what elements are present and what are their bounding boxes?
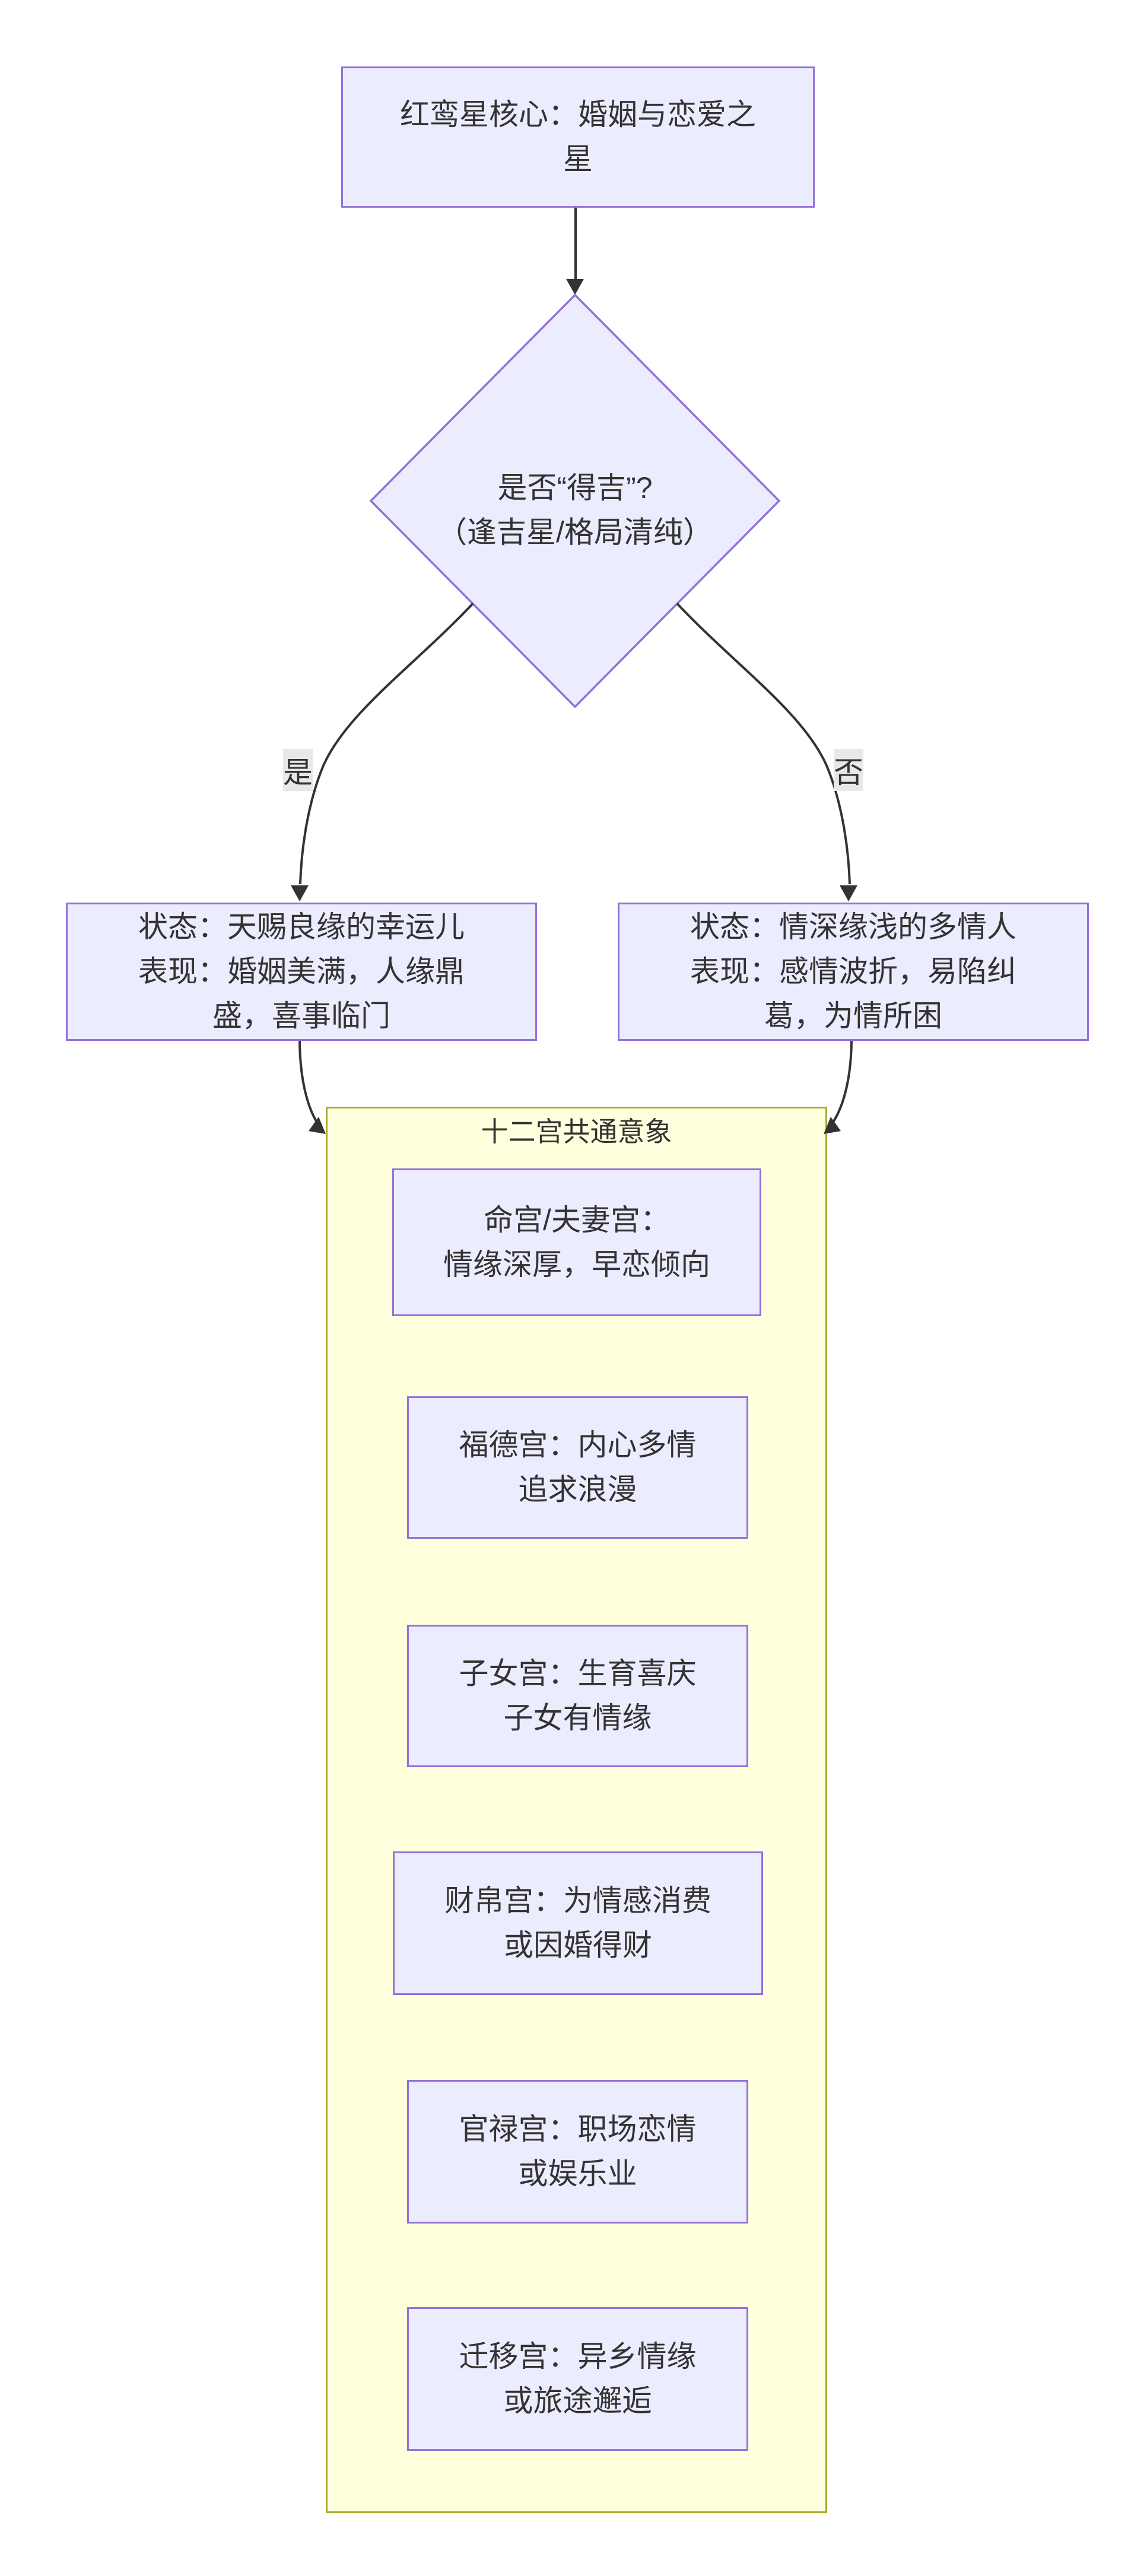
- palace-fude-line1: 福德宫：内心多情: [459, 1428, 697, 1462]
- node-palace-ming-fuqi: 命宫/夫妻宫： 情缘深厚，早恋倾向: [392, 1168, 761, 1316]
- decision-line1: 是否“得吉”?: [497, 471, 653, 504]
- palace-guanlu-line1: 官禄宫：职场恋情: [459, 2113, 697, 2146]
- edge-lucky-to-cluster: [298, 1038, 318, 1123]
- palace-qianyi-line1: 迁移宫：异乡情缘: [459, 2340, 697, 2373]
- palace-zinv-line2: 子女有情缘: [503, 1701, 652, 1735]
- palace-qianyi-line2: 或旅途邂逅: [503, 2384, 652, 2418]
- edge-decision-to-lucky: [299, 602, 474, 885]
- arrowhead-decision-icon: [566, 279, 584, 295]
- node-root-line1: 红鸾星核心：婚姻与恋爱之: [400, 98, 756, 131]
- edge-label-yes: 是: [283, 749, 313, 791]
- palace-ming-line1: 命宫/夫妻宫：: [484, 1203, 670, 1237]
- palace-zinv-line1: 子女宫：生育喜庆: [459, 1657, 697, 1690]
- node-palace-qianyi: 迁移宫：异乡情缘 或旅途邂逅: [407, 2307, 748, 2451]
- palace-fude-line2: 追求浪漫: [518, 1473, 637, 1506]
- arrowhead-cluster-right-icon: [824, 1117, 841, 1134]
- palace-ming-line2: 情缘深厚，早恋倾向: [443, 1247, 710, 1281]
- palace-guanlu-line2: 或娱乐业: [518, 2157, 637, 2190]
- edge-unlucky-to-cluster: [832, 1038, 853, 1123]
- node-palace-guanlu: 官禄宫：职场恋情 或娱乐业: [407, 2080, 748, 2224]
- arrowhead-unlucky-icon: [840, 885, 857, 901]
- node-unlucky-line1: 状态：情深缘浅的多情人: [690, 910, 1016, 944]
- edge-label-no-text: 否: [834, 755, 863, 789]
- node-unlucky-line2: 表现：感情波折，易陷纠: [690, 955, 1016, 988]
- node-unlucky: 状态：情深缘浅的多情人 表现：感情波折，易陷纠 葛，为情所困: [618, 903, 1089, 1041]
- cluster-title: 十二宫共通意象: [481, 1116, 672, 1147]
- node-unlucky-line3: 葛，为情所困: [764, 999, 942, 1033]
- cluster-twelve-palaces: 十二宫共通意象: [326, 1107, 827, 2513]
- palace-caibo-line2: 或因婚得财: [504, 1929, 652, 1962]
- node-lucky-line3: 盛，喜事临门: [212, 999, 390, 1033]
- node-root-line2: 星: [563, 142, 593, 176]
- decision-line2: （逢吉星/格局清纯）: [437, 516, 713, 549]
- node-lucky-line2: 表现：婚姻美满，人缘鼎: [138, 955, 465, 988]
- node-lucky-line1: 状态：天赐良缘的幸运儿: [138, 910, 465, 944]
- node-palace-zinv: 子女宫：生育喜庆 子女有情缘: [407, 1625, 748, 1767]
- node-decision-label: 是否“得吉”? （逢吉星/格局清纯）: [371, 463, 779, 558]
- node-palace-fude: 福德宫：内心多情 追求浪漫: [407, 1396, 748, 1539]
- arrowhead-lucky-icon: [291, 885, 309, 901]
- arrowhead-cluster-left-icon: [309, 1117, 326, 1134]
- edge-decision-to-unlucky: [676, 602, 851, 885]
- edge-label-no: 否: [834, 749, 863, 791]
- edge-label-yes-text: 是: [283, 755, 313, 789]
- node-root: 红鸾星核心：婚姻与恋爱之 星: [341, 66, 815, 208]
- node-lucky: 状态：天赐良缘的幸运儿 表现：婚姻美满，人缘鼎 盛，喜事临门: [66, 903, 537, 1041]
- palace-caibo-line1: 财帛宫：为情感消费: [444, 1884, 711, 1917]
- node-palace-caibo: 财帛宫：为情感消费 或因婚得财: [393, 1851, 763, 1995]
